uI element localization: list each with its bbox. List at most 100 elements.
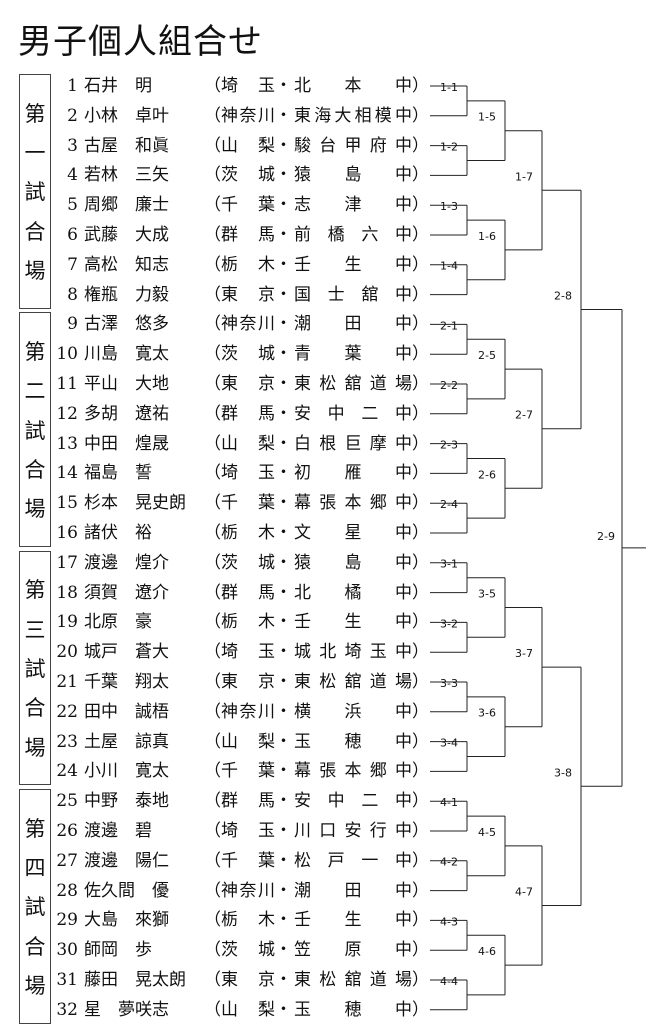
entry-number: 31 (56, 970, 78, 990)
entry-number: 14 (56, 463, 78, 484)
prefecture: （茨城・ (204, 940, 292, 961)
player-name: 武藤 大成 (84, 225, 169, 245)
prefecture: （埼玉・ (204, 821, 292, 841)
entry-number: 19 (56, 612, 78, 633)
entry-number: 8 (67, 284, 78, 305)
prefecture: （栃木・ (204, 612, 292, 633)
match-label: 1-7 (515, 170, 533, 183)
entry-number: 6 (67, 225, 78, 245)
match-label: 1-2 (440, 141, 458, 154)
player-name: 周郷 廉士 (84, 195, 169, 216)
entry-number: 20 (56, 642, 78, 663)
entry-number: 24 (56, 761, 78, 782)
entry-number: 25 (56, 791, 78, 812)
match-label: 1-5 (478, 111, 496, 124)
entry-number: 15 (56, 493, 78, 514)
match-label: 2-1 (440, 319, 458, 332)
match-label: 3-1 (440, 558, 458, 571)
prefecture: （神奈川・ (204, 314, 292, 335)
player-name: 千葉 翔太 (84, 672, 169, 692)
player-name: 北原 豪 (84, 612, 152, 633)
entry-number: 10 (56, 344, 78, 365)
entry-number: 29 (56, 910, 78, 931)
entry-number: 4 (67, 165, 78, 186)
entry-number: 2 (67, 105, 78, 126)
prefecture: （神奈川・ (204, 880, 292, 901)
player-name: 若林 三矢 (84, 165, 169, 186)
player-name: 渡邊 煌介 (84, 552, 169, 573)
entry-number: 32 (56, 999, 78, 1020)
entry-number: 1 (67, 76, 78, 96)
match-label: 3-5 (478, 588, 496, 601)
match-label: 3-3 (440, 677, 458, 690)
match-label: 3-7 (515, 647, 533, 660)
match-label: 1-4 (440, 260, 458, 273)
prefecture: （埼玉・ (204, 76, 292, 96)
player-name: 土屋 諒真 (84, 731, 169, 752)
prefecture: （茨城・ (204, 552, 292, 573)
match-label: 4-6 (478, 945, 496, 958)
match-label: 4-2 (440, 856, 458, 869)
prefecture: （山梨・ (204, 731, 292, 752)
entry-number: 7 (67, 254, 78, 275)
match-label: 3-4 (440, 737, 458, 750)
player-name: 藤田 晃太朗 (84, 970, 186, 990)
match-label: 4-7 (515, 886, 533, 899)
match-label: 1-6 (478, 230, 496, 243)
entry-number: 3 (67, 135, 78, 156)
match-label: 2-8 (554, 290, 572, 303)
match-label: 2-7 (515, 409, 533, 422)
match-label: 3-6 (478, 707, 496, 720)
venue-label-4: 第四試合場第四試合場 (19, 789, 51, 1024)
player-name: 平山 大地 (84, 374, 169, 394)
prefecture: （東京・ (204, 284, 292, 305)
entry-number: 21 (56, 672, 78, 692)
prefecture: （山梨・ (204, 433, 292, 454)
match-label: 4-1 (440, 796, 458, 809)
venue-label-3: 第三試合場第三試合場 (19, 550, 51, 786)
player-name: 中野 泰地 (84, 791, 169, 812)
player-name: 権瓶 力毅 (84, 284, 169, 305)
player-name: 古澤 悠多 (84, 314, 169, 335)
entry-number: 28 (56, 880, 78, 901)
player-name: 諸伏 裕 (84, 523, 152, 543)
entry-number: 11 (56, 374, 78, 394)
prefecture: （埼玉・ (204, 463, 292, 484)
player-name: 渡邊 陽仁 (84, 850, 169, 871)
prefecture: （千葉・ (204, 850, 292, 871)
prefecture: （千葉・ (204, 195, 292, 216)
player-name: 福島 誓 (84, 463, 152, 484)
match-label: 1-3 (440, 200, 458, 213)
prefecture: （茨城・ (204, 344, 292, 365)
player-name: 川島 寛太 (84, 344, 169, 365)
final-match-label: 2-9 (597, 530, 615, 543)
venue-label-2: 第二試合場第二試合場 (19, 312, 51, 547)
page-title: 男子個人組合せ (18, 22, 263, 62)
player-name: 大島 來獅 (84, 910, 169, 931)
player-name: 渡邊 碧 (84, 821, 152, 841)
prefecture: （千葉・ (204, 761, 292, 782)
entry-number: 18 (56, 582, 78, 603)
prefecture: （栃木・ (204, 254, 292, 275)
player-name: 星 夢咲志 (84, 999, 169, 1020)
match-label: 3-8 (554, 766, 572, 779)
